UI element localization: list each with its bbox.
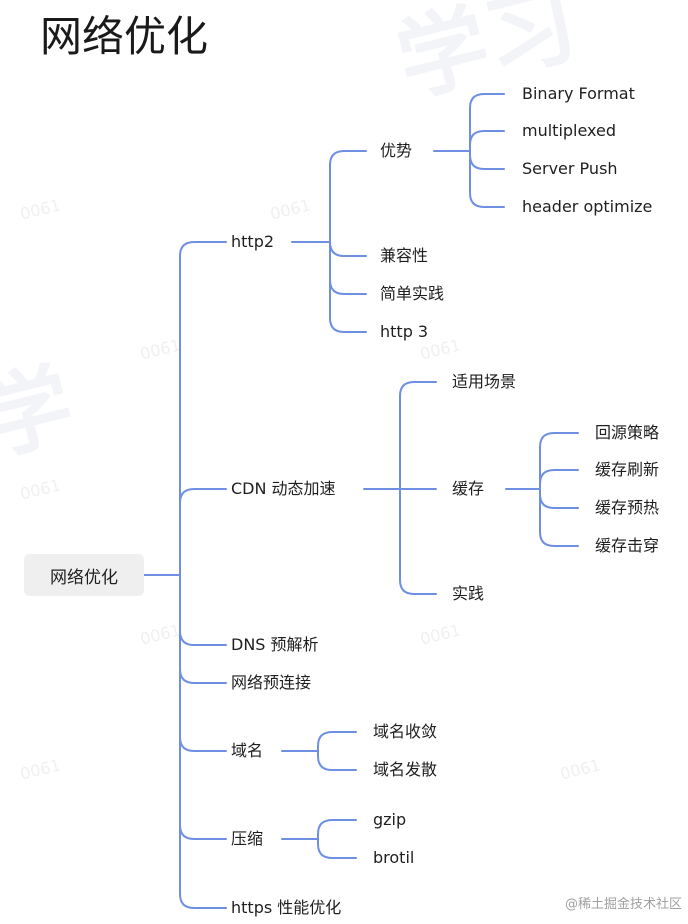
node-cache[interactable]: 缓存 — [452, 479, 485, 498]
node-multiplexed[interactable]: multiplexed — [522, 121, 617, 140]
node-advantage[interactable]: 优势 — [380, 141, 413, 160]
node-domain[interactable]: 域名 — [231, 741, 264, 760]
node-http3[interactable]: http 3 — [380, 322, 429, 341]
node-domain-convergence[interactable]: 域名收敛 — [373, 722, 438, 741]
node-compatibility[interactable]: 兼容性 — [380, 246, 429, 265]
node-practice[interactable]: 实践 — [452, 584, 485, 603]
node-cache-refresh[interactable]: 缓存刷新 — [595, 460, 660, 479]
page-title: 网络优化 — [40, 12, 209, 61]
node-preconnect[interactable]: 网络预连接 — [231, 673, 312, 692]
node-simple-practice[interactable]: 简单实践 — [380, 284, 445, 303]
node-header-optimize[interactable]: header optimize — [522, 197, 653, 216]
node-cache-penetration[interactable]: 缓存击穿 — [595, 536, 660, 555]
node-binary-format[interactable]: Binary Format — [522, 84, 635, 103]
root-node[interactable]: 网络优化 — [24, 554, 144, 596]
node-server-push[interactable]: Server Push — [522, 159, 618, 178]
root-node-label: 网络优化 — [50, 567, 118, 588]
node-gzip[interactable]: gzip — [373, 810, 407, 829]
source-watermark: @稀土掘金技术社区 — [564, 897, 682, 912]
node-http2[interactable]: http2 — [231, 232, 275, 251]
node-cache-warmup[interactable]: 缓存预热 — [595, 498, 660, 517]
node-origin-strategy[interactable]: 回源策略 — [595, 423, 660, 442]
node-domain-sharding[interactable]: 域名发散 — [373, 760, 438, 779]
node-cdn[interactable]: CDN 动态加速 — [231, 479, 336, 498]
node-brotil[interactable]: brotil — [373, 848, 415, 867]
node-use-cases[interactable]: 适用场景 — [452, 372, 517, 391]
node-https[interactable]: https 性能优化 — [231, 898, 342, 917]
node-compress[interactable]: 压缩 — [231, 829, 264, 848]
node-dns[interactable]: DNS 预解析 — [231, 635, 319, 654]
